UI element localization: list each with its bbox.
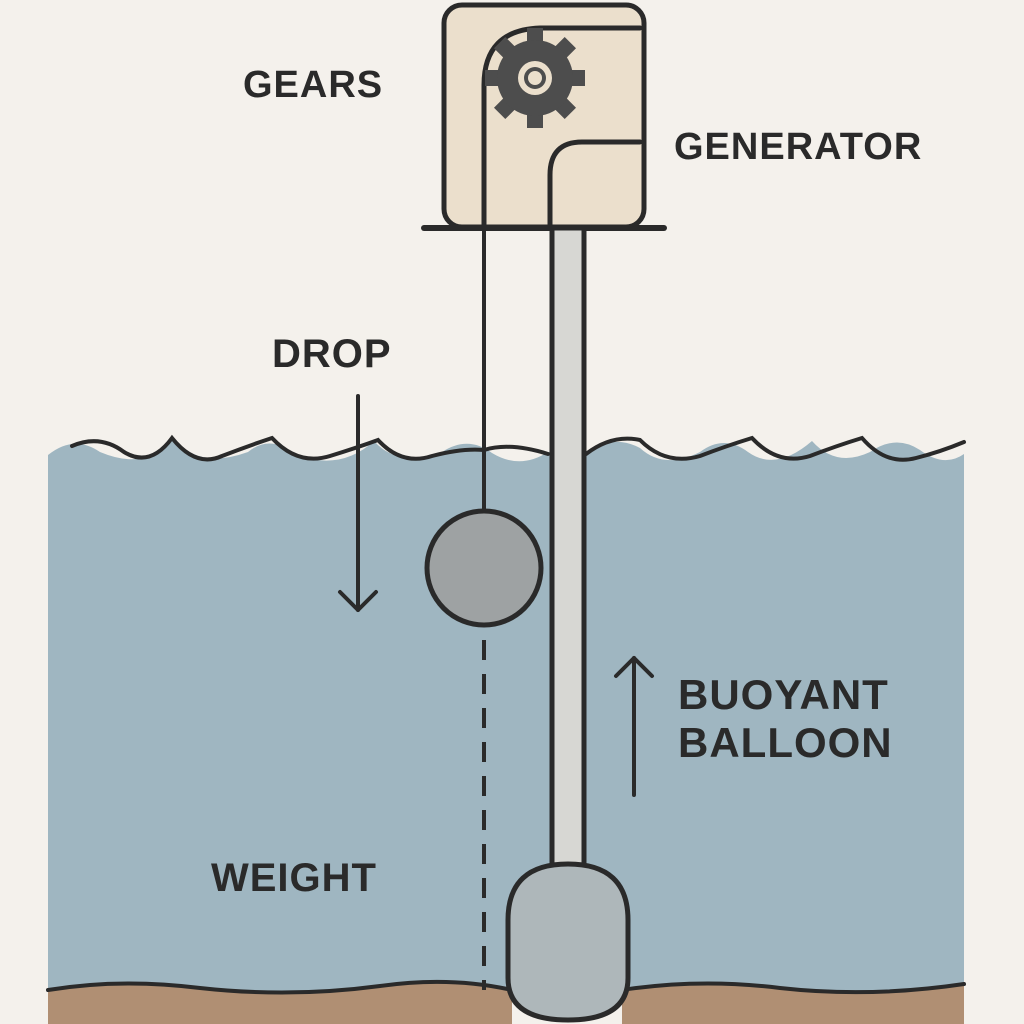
seabed	[48, 981, 964, 1024]
arrow-down-icon	[338, 394, 378, 612]
generator-inner-line	[547, 139, 643, 231]
arrow-up-icon	[614, 656, 654, 797]
gear-icon	[485, 28, 585, 128]
water-body	[48, 437, 964, 1000]
weight-ball	[424, 508, 544, 628]
gears-label: GEARS	[243, 64, 384, 106]
balloon-tube	[549, 225, 587, 871]
buoyant-balloon	[505, 861, 631, 1023]
weight-label: WEIGHT	[211, 856, 377, 900]
water-surface-line	[70, 434, 966, 462]
drop-label: DROP	[272, 332, 392, 376]
generator-housing	[441, 2, 647, 230]
buoyant-balloon-label-line1: BUOYANT	[678, 671, 889, 718]
seabed-line	[46, 979, 966, 995]
buoyant-balloon-label-line2: BALLOON	[678, 719, 893, 766]
generator-label: GENERATOR	[674, 126, 923, 168]
